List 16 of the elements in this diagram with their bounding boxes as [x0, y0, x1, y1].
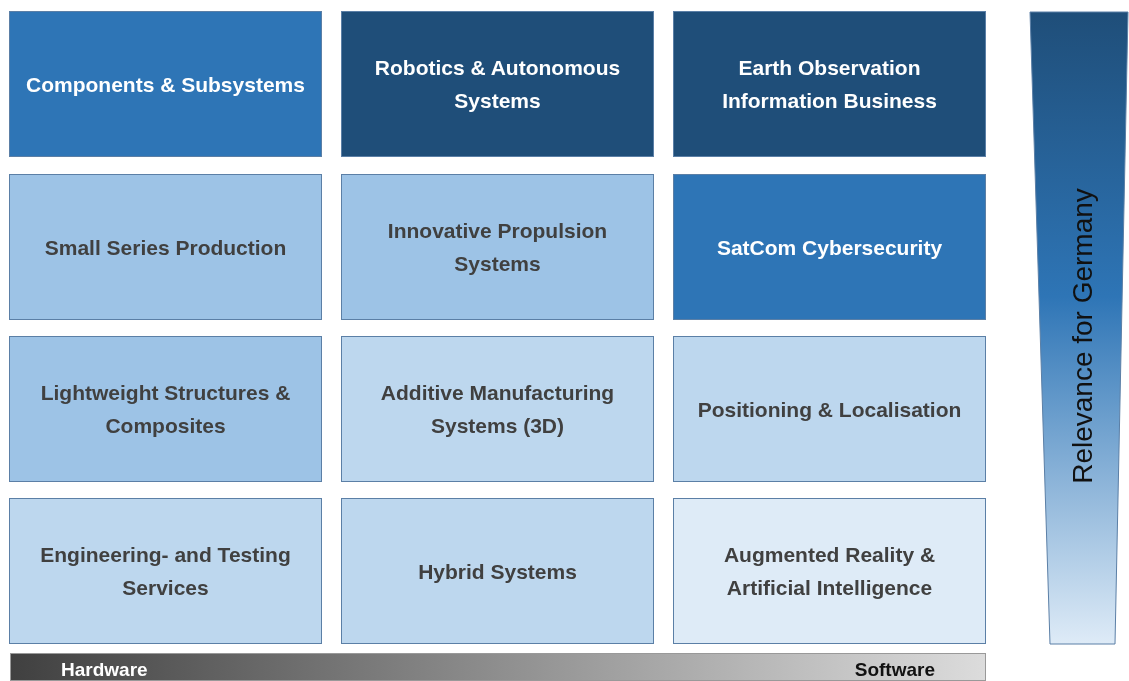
- category-box: Small Series Production: [9, 174, 322, 320]
- category-box: Engineering- and Testing Services: [9, 498, 322, 644]
- category-box: Lightweight Structures & Composites: [9, 336, 322, 482]
- category-box: Innovative Propulsion Systems: [341, 174, 654, 320]
- category-box: Earth Observation Information Business: [673, 11, 986, 157]
- category-box: Augmented Reality & Artificial Intelligence: [673, 498, 986, 644]
- axis-label: Hardware: [61, 659, 148, 681]
- axis-label: Relevance for Germany: [1067, 188, 1099, 484]
- axis-label: Software: [854, 659, 935, 681]
- category-box: Additive Manufacturing Systems (3D): [341, 336, 654, 482]
- category-box: Robotics & Autonomous Systems: [341, 11, 654, 157]
- category-box: Components & Subsystems: [9, 11, 322, 157]
- category-box: Positioning & Localisation: [673, 336, 986, 482]
- category-box: Hybrid Systems: [341, 498, 654, 644]
- gradient-bar: [10, 653, 986, 681]
- category-box: SatCom Cybersecurity: [673, 174, 986, 320]
